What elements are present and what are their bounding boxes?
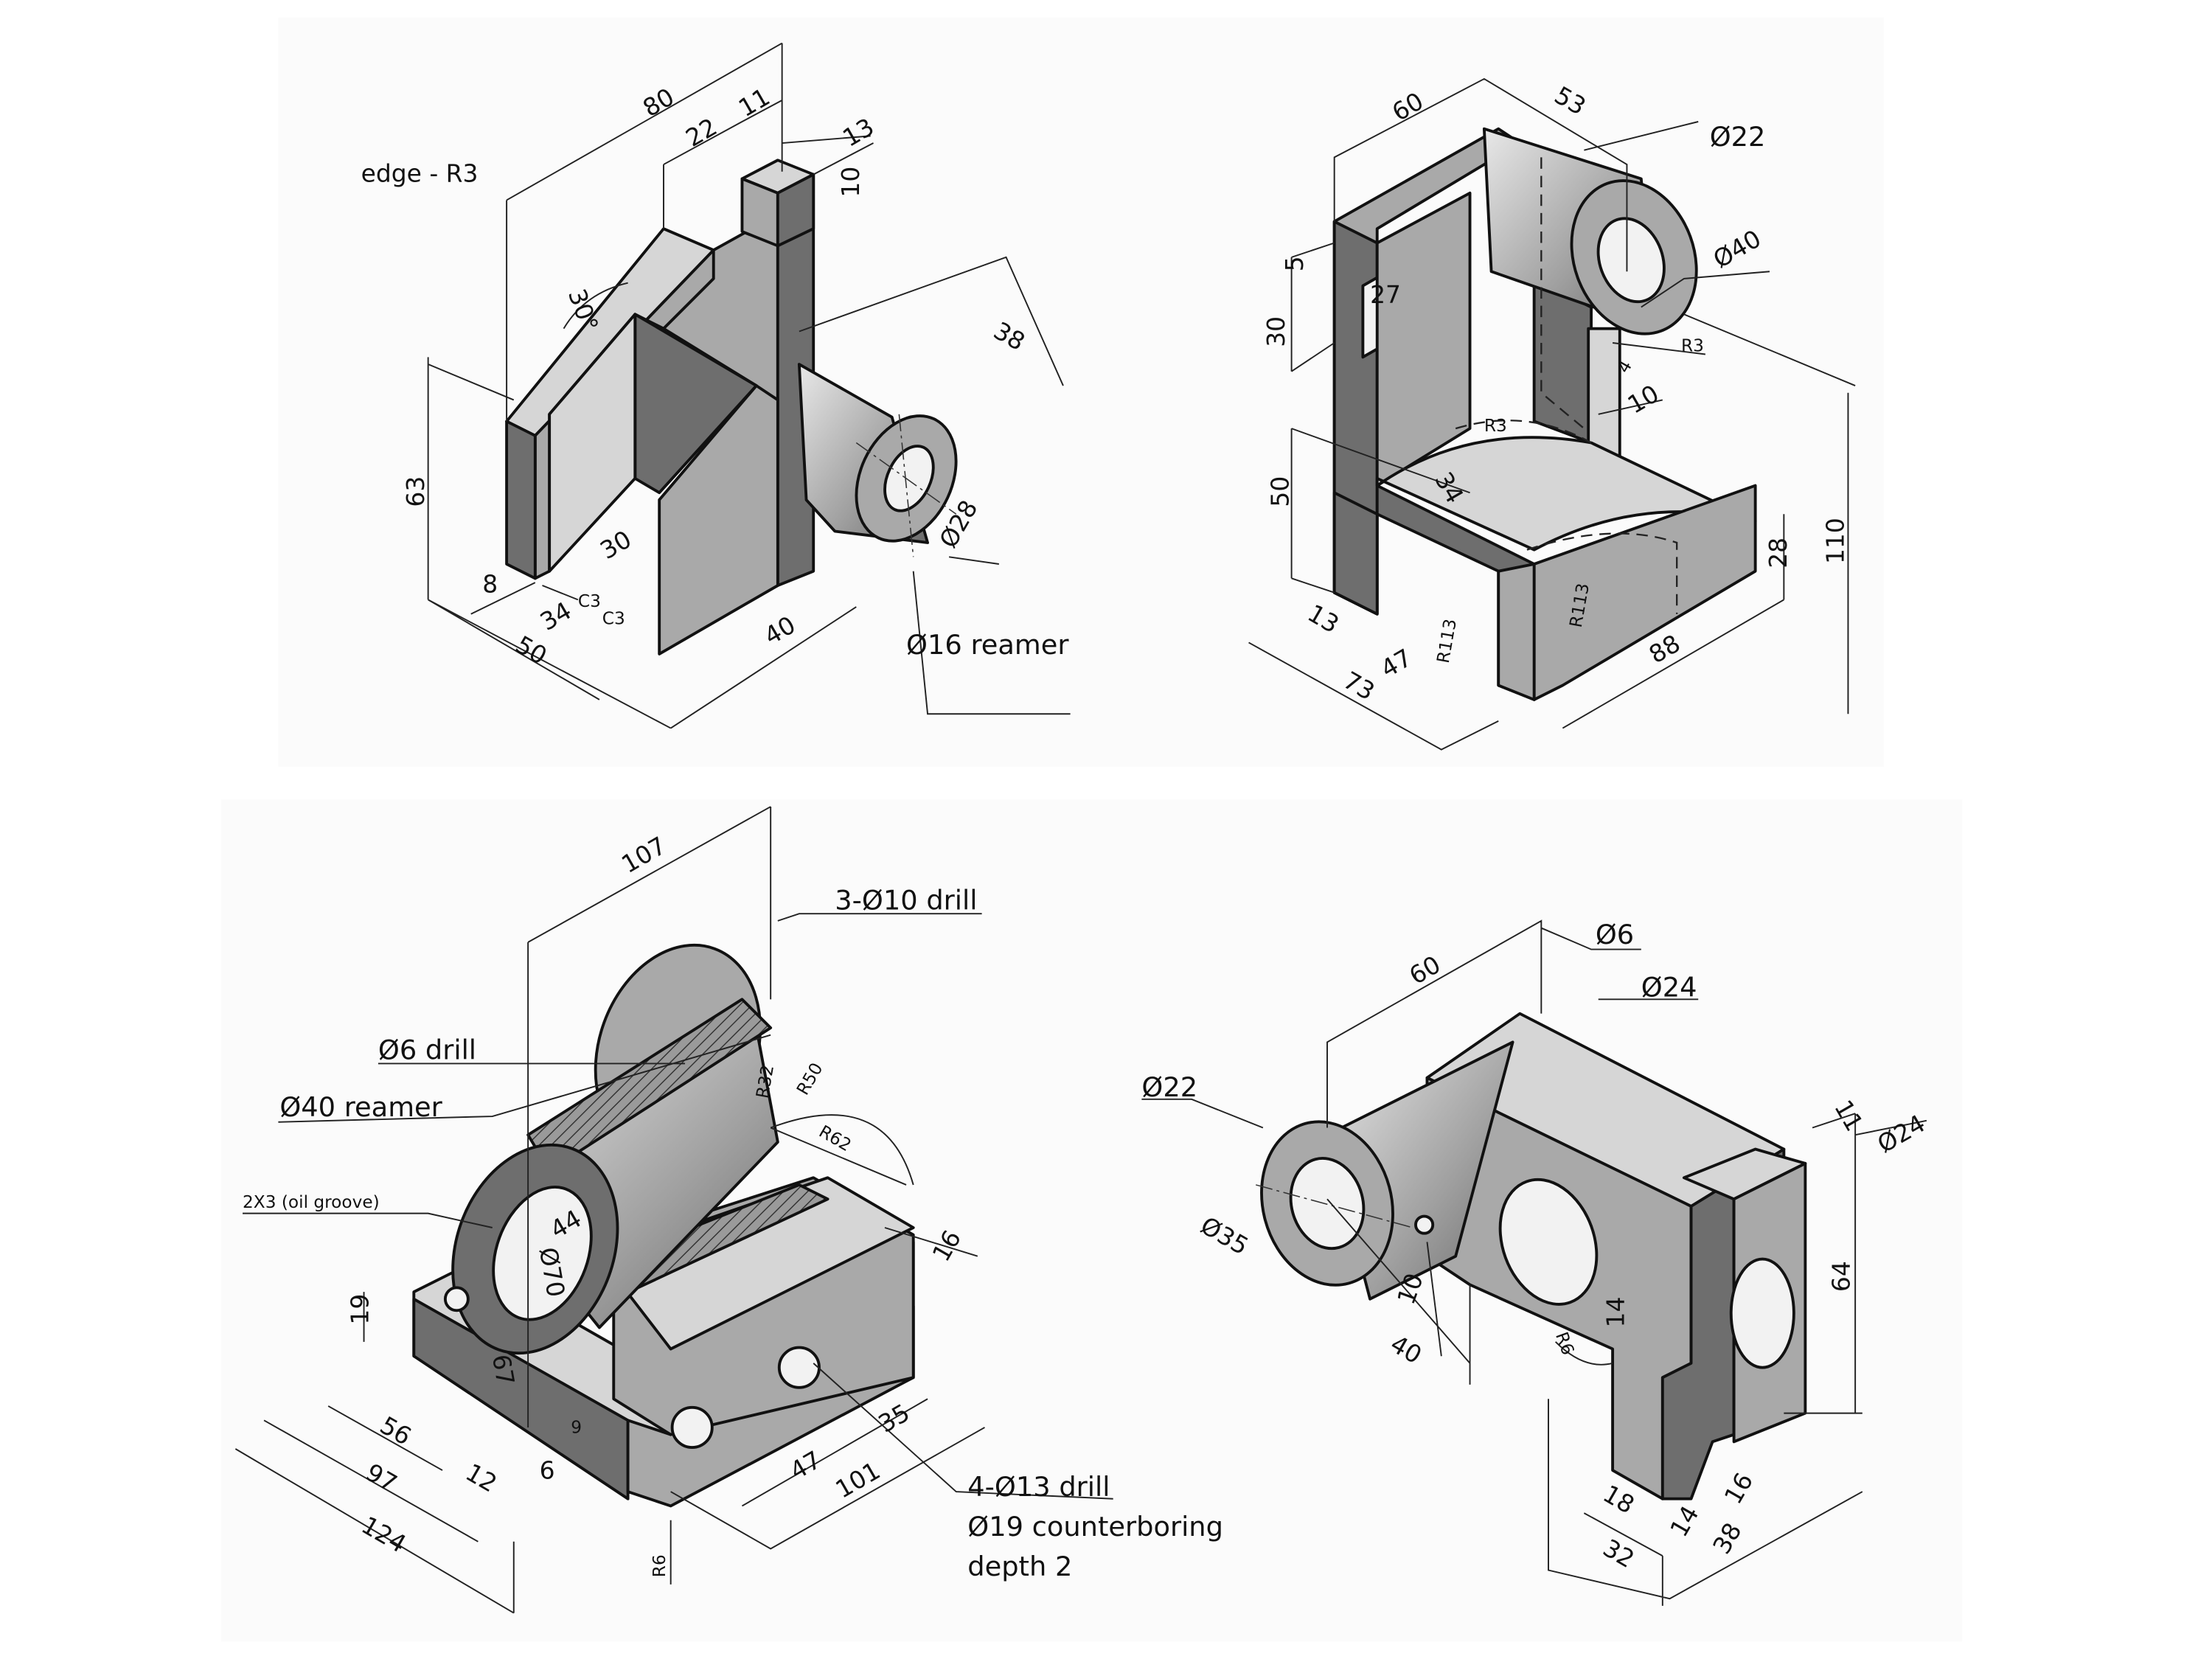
dimension-label: 9 [571,1418,582,1438]
callout-line: 4-Ø13 drill [967,1471,1110,1503]
dimension-label: 50 [1266,476,1295,507]
dimension-label: Ø16 reamer [906,629,1069,661]
part-drawing-2: 60 53 Ø22 Ø40 5 27 30 R3 4 10 R3 34 50 2… [1248,77,1856,751]
dimension-label: 110 [1821,518,1850,564]
dimension-label: 30 [1262,316,1290,347]
callout-line: depth 2 [967,1551,1072,1582]
dimension-label: 28 [1764,538,1792,568]
callout-line: Ø19 counterboring [967,1511,1223,1543]
dimension-label: 67 [487,1352,521,1388]
dimension-label: 27 [1370,280,1401,309]
dimension-label: Ø22 [1141,1071,1197,1103]
dimension-label: 19 [345,1294,374,1325]
dimension-label: C3 [602,608,625,628]
dimension-label: 2X3 (oil groove) [243,1192,380,1212]
part-drawing-3: 107 3-Ø10 drill Ø6 drill Ø40 reamer R32 … [234,806,1223,1614]
dimension-label: 63 [401,476,430,507]
dimension-label: 64 [1826,1261,1855,1292]
dimension-label: Ø6 [1596,919,1634,950]
dimension-label: 6 [540,1456,555,1485]
dimension-label: R3 [1681,336,1704,356]
dimension-label: Ø22 [1710,121,1766,153]
dimension-label: Ø40 reamer [279,1091,442,1123]
part-drawing-1: edge - R3 80 22 11 13 10 30° 63 38 Ø28 Ø… [361,42,1071,729]
dimension-label: Ø24 [1641,971,1697,1003]
dimension-label: Ø6 drill [378,1034,476,1066]
dimension-label: 8 [482,570,498,599]
dimension-label: R6 [650,1554,669,1577]
note-edge-radius: edge - R3 [361,159,479,187]
dimension-label: 14 [1601,1297,1630,1328]
dimension-label: C3 [578,591,601,611]
dimension-label: 5 [1280,256,1309,271]
part-drawing-4: 60 Ø6 Ø24 Ø22 Ø35 11 Ø24 64 10 40 14 R6 … [1141,919,1930,1606]
dimension-label: 3-Ø10 drill [835,884,977,916]
dimension-label: R3 [1484,416,1507,436]
dimension-label: 10 [836,167,865,198]
